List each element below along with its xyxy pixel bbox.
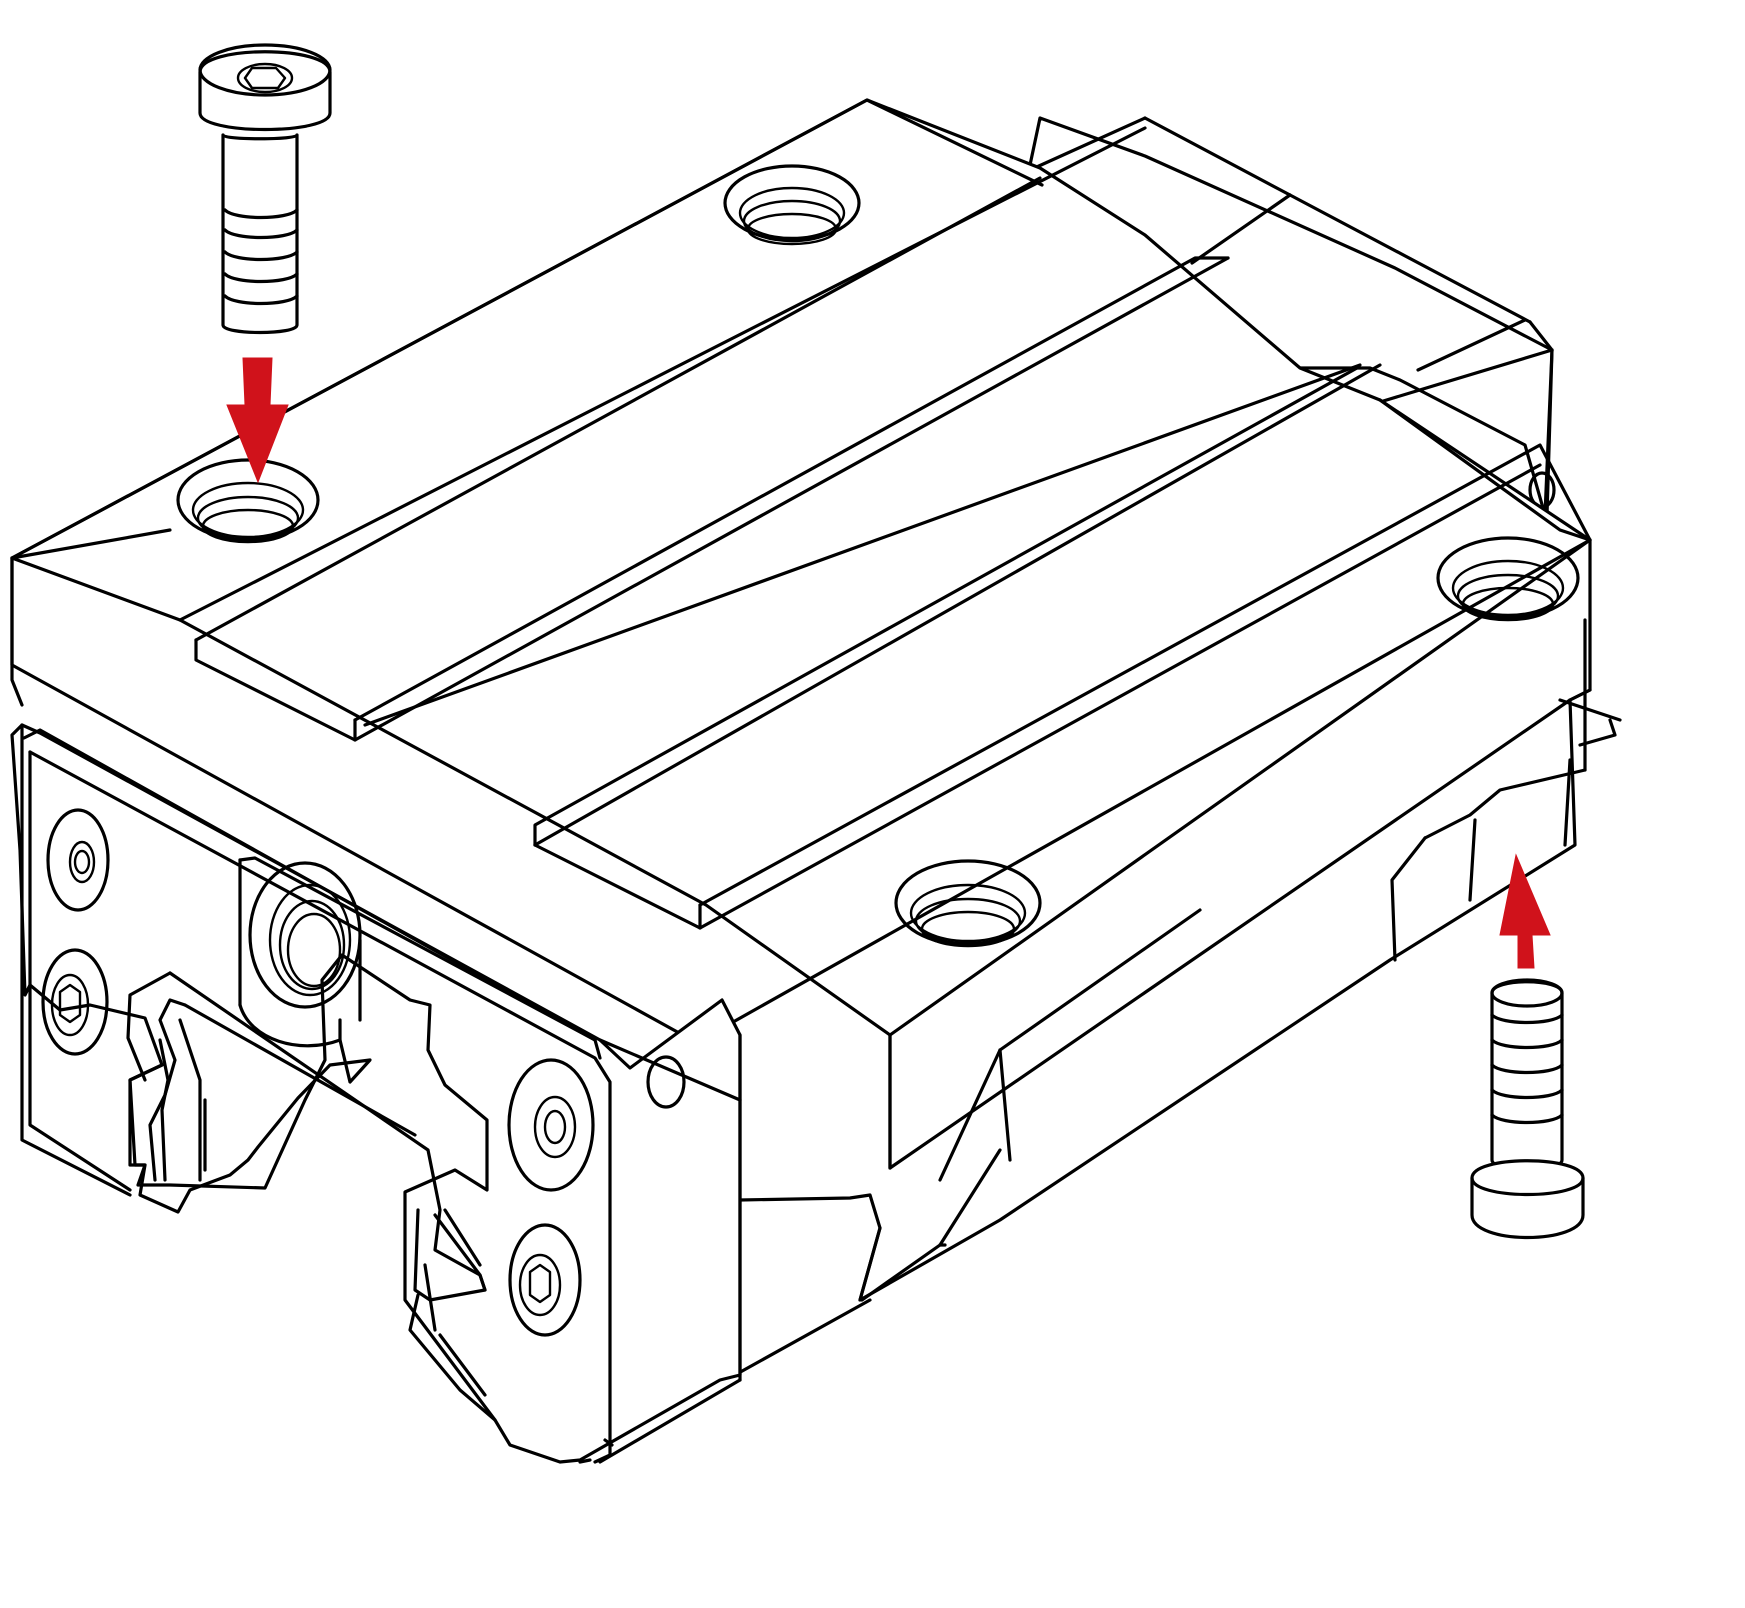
- grease-nipple-boss-left: [41, 948, 109, 1056]
- mounting-hole-top-left: [176, 458, 320, 544]
- screw-head: [1470, 1159, 1585, 1240]
- bottom-cap-screw: [1470, 978, 1585, 1240]
- hex-socket-icon: [243, 66, 287, 90]
- screw-shank: [221, 133, 299, 335]
- hex-socket-icon: [58, 983, 82, 1024]
- mounting-hole-top-rear: [723, 164, 861, 246]
- rail-channel-cutout: [126, 971, 497, 1422]
- screw-shank: [1490, 980, 1564, 1171]
- end-face-features: [41, 808, 686, 1337]
- screw-head: [198, 50, 332, 132]
- grease-nipple-boss-right: [508, 1223, 582, 1337]
- lubrication-port: [248, 861, 362, 1009]
- seal-screw-boss-right: [507, 1058, 595, 1192]
- top-cap-screw: [198, 43, 332, 335]
- seal-screw-boss-upper: [46, 808, 110, 912]
- rear-end-seal: [1028, 116, 1556, 517]
- hex-socket-icon: [528, 1263, 552, 1304]
- mounting-hole-top-front: [894, 859, 1042, 948]
- carriage-block: [10, 98, 1622, 1464]
- insert-from-top-arrow: [226, 357, 289, 484]
- reference-hole: [646, 1055, 686, 1109]
- carriage-top-surface: [10, 98, 1592, 1170]
- mounting-hole-top-right: [1436, 536, 1580, 622]
- insert-from-bottom-arrow: [1499, 853, 1551, 969]
